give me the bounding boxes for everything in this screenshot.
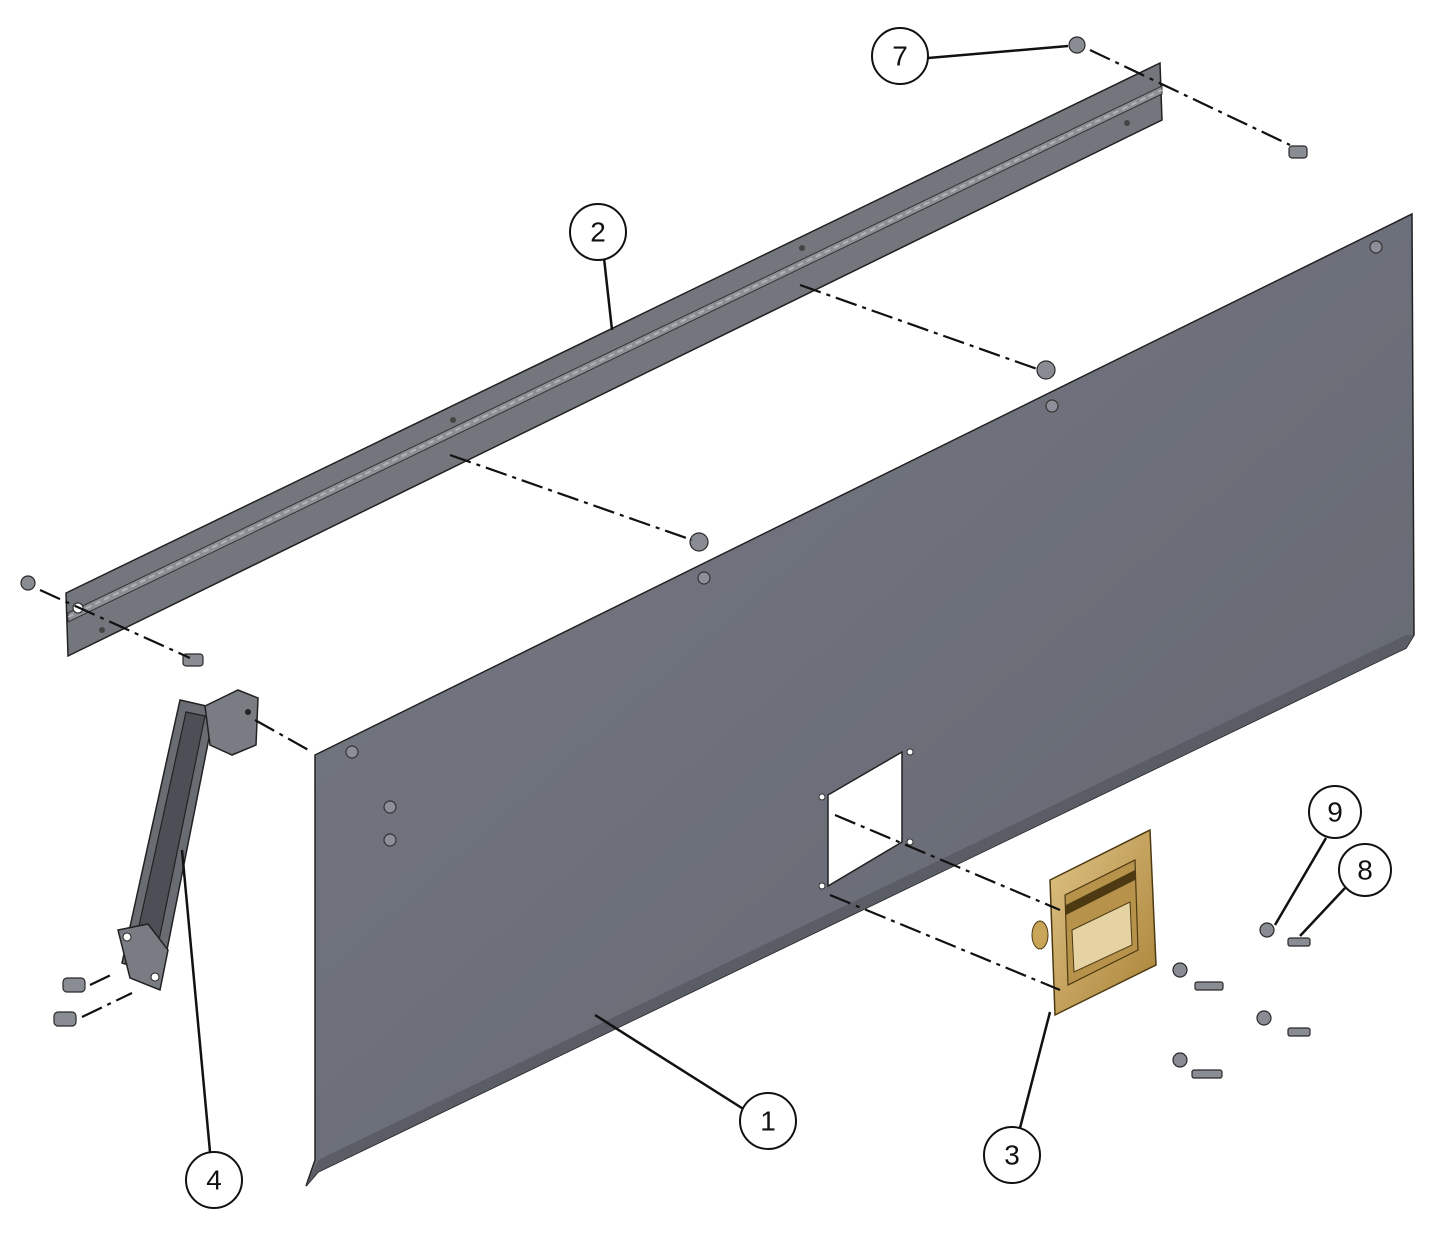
bolt [1288, 145, 1308, 159]
panel-hole [383, 833, 397, 847]
callout-2-label: 2 [590, 217, 606, 248]
leader-lines [180, 44, 1346, 1153]
paddle-latch [1031, 828, 1157, 1017]
bolt [62, 977, 86, 993]
screw [1191, 1069, 1223, 1079]
callout-4: 4 [185, 1151, 243, 1209]
callout-2: 2 [569, 203, 627, 261]
panel-hole [383, 800, 397, 814]
rivet [689, 532, 709, 552]
latch-cutout [827, 750, 903, 888]
nut [1068, 36, 1086, 54]
callout-7: 7 [871, 27, 929, 85]
nut [1256, 1010, 1272, 1026]
callout-4-label: 4 [206, 1165, 222, 1196]
bolt [53, 1011, 77, 1027]
callout-8-label: 8 [1357, 855, 1373, 886]
callout-1-label: 1 [760, 1106, 776, 1137]
panel-hole [1045, 399, 1059, 413]
callout-3: 3 [983, 1126, 1041, 1184]
panel-hole [697, 571, 711, 585]
screw [1194, 981, 1224, 991]
nut [1259, 922, 1275, 938]
piano-hinge [65, 61, 1163, 658]
assembly-lines [39, 49, 1291, 1018]
fasteners [20, 36, 1311, 1079]
rivet [1036, 360, 1056, 380]
nut [1172, 962, 1188, 978]
callout-3-label: 3 [1004, 1140, 1020, 1171]
callout-9: 9 [1308, 785, 1362, 839]
door-panel [305, 212, 1415, 1187]
callout-8: 8 [1338, 843, 1392, 897]
callout-1: 1 [739, 1092, 797, 1150]
screw [1287, 937, 1311, 947]
screw [1287, 1027, 1311, 1037]
callout-9-label: 9 [1327, 797, 1343, 828]
nut [20, 575, 36, 591]
nut [1172, 1052, 1188, 1068]
callout-7-label: 7 [892, 41, 908, 72]
prop-rod-bracket [117, 689, 259, 992]
panel-hole [345, 745, 359, 759]
panel-hole [1369, 240, 1383, 254]
